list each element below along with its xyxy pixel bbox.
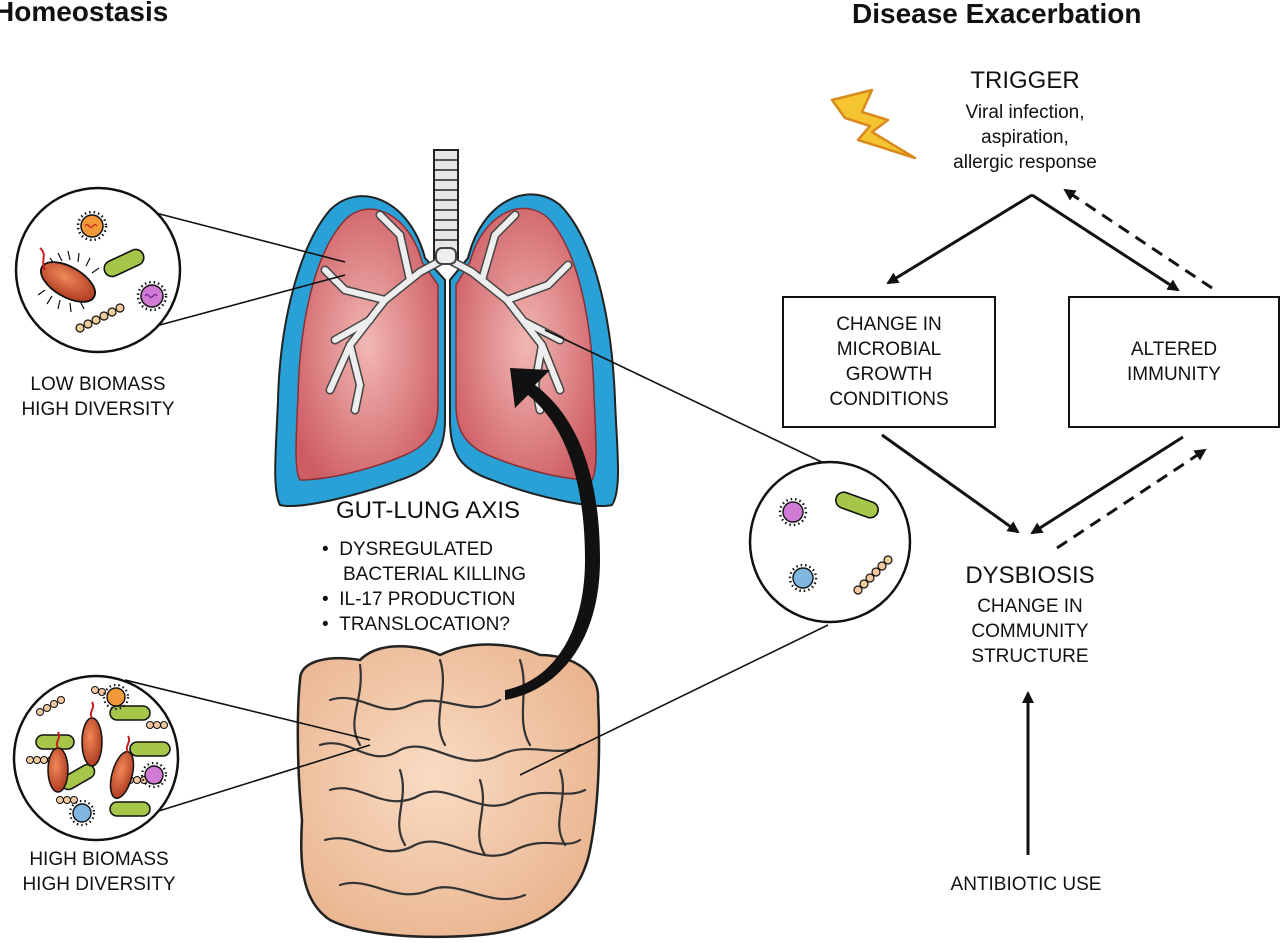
- lung-microbiome-circle: [14, 186, 182, 354]
- virus-icon: [68, 799, 96, 827]
- homeostasis-title: Homeostasis: [0, 0, 169, 27]
- lung-sample-caption: LOW BIOMASS HIGH DIVERSITY: [18, 372, 178, 422]
- trigger-block: TRIGGER Viral infection, aspiration, all…: [930, 66, 1120, 175]
- altered-immunity-box: ALTERED IMMUNITY: [1068, 296, 1280, 428]
- virus-icon: [102, 683, 130, 711]
- gut-microbiome-circle: [12, 674, 180, 842]
- dysbiosis-block: DYSBIOSIS CHANGE IN COMMUNITY STRUCTURE: [930, 560, 1130, 669]
- arrow-microbial-to-dysbiosis: [881, 433, 1020, 534]
- microbial-box-line1: CHANGE IN: [836, 314, 942, 335]
- gut-lung-axis-title: GUT-LUNG AXIS: [336, 497, 521, 524]
- gut-lung-arrow: [505, 368, 600, 700]
- bullet-item: • DYSREGULATED: [322, 539, 494, 560]
- dysbiosis-line1: CHANGE IN: [977, 596, 1083, 617]
- dysbiosis-heading: DYSBIOSIS: [965, 562, 1095, 589]
- cocci-chain-icon: [853, 555, 893, 595]
- gut-sample-caption: HIGH BIOMASS HIGH DIVERSITY: [14, 847, 184, 897]
- dysbiosis-microbiome-circle: [748, 460, 912, 624]
- virus-icon: [140, 761, 168, 789]
- cocci-chain-icon: [75, 303, 125, 333]
- rod-bacterium-icon: [37, 247, 100, 313]
- microbial-box-line3: GROWTH: [845, 364, 933, 385]
- arrow-dysbiosis-to-immunity-dashed: [1056, 448, 1207, 550]
- disease-exacerbation-title: Disease Exacerbation: [852, 0, 1142, 29]
- immunity-box-line1: ALTERED: [1130, 339, 1218, 360]
- arrow-immunity-to-dysbiosis: [1030, 435, 1184, 535]
- trachea: [433, 149, 459, 261]
- gut-sample-caption-line2: HIGH DIVERSITY: [22, 874, 176, 895]
- virus-icon: [788, 563, 818, 593]
- arrow-immunity-to-trigger-dashed: [1063, 188, 1213, 290]
- dysbiosis-line3: STRUCTURE: [971, 646, 1089, 667]
- intestines-illustration: [296, 643, 601, 939]
- lung-sample-caption-line1: LOW BIOMASS: [30, 374, 166, 395]
- lung-sample-caption-line2: HIGH DIVERSITY: [21, 399, 175, 420]
- green-rod-bacterium-icon: [835, 491, 879, 519]
- lightning-icon: [830, 88, 917, 160]
- dysbiosis-line2: COMMUNITY: [971, 621, 1089, 642]
- green-rod-bacterium-icon: [103, 248, 145, 278]
- virus-icon: [136, 280, 168, 312]
- trigger-heading: TRIGGER: [970, 67, 1080, 94]
- gut-lung-axis-bullets: • DYSREGULATED BACTERIAL KILLING • IL-17…: [322, 537, 526, 637]
- trigger-line2: aspiration,: [981, 127, 1069, 148]
- trigger-line3: allergic response: [953, 152, 1097, 173]
- bullet-continuation: BACTERIAL KILLING: [343, 564, 527, 585]
- flow-arrows: [881, 188, 1213, 855]
- virus-icon: [76, 210, 108, 242]
- bullet-item: • TRANSLOCATION?: [322, 614, 510, 635]
- microbial-conditions-box: CHANGE IN MICROBIAL GROWTH CONDITIONS: [782, 296, 996, 428]
- intestine-outline: [296, 643, 601, 939]
- microbial-box-line4: CONDITIONS: [829, 389, 949, 410]
- gut-sample-caption-line1: HIGH BIOMASS: [29, 849, 169, 870]
- microbial-box-line2: MICROBIAL: [836, 339, 942, 360]
- virus-icon: [778, 497, 808, 527]
- bullet-item: • IL-17 PRODUCTION: [322, 589, 516, 610]
- arrow-trigger-to-immunity: [1031, 193, 1180, 292]
- lungs-illustration: [274, 149, 620, 507]
- zoom-lines: [124, 204, 829, 821]
- trigger-line1: Viral infection,: [965, 102, 1085, 123]
- arrow-trigger-to-microbial: [886, 193, 1033, 285]
- antibiotic-use-label: ANTIBIOTIC USE: [950, 874, 1102, 895]
- immunity-box-line2: IMMUNITY: [1127, 364, 1221, 385]
